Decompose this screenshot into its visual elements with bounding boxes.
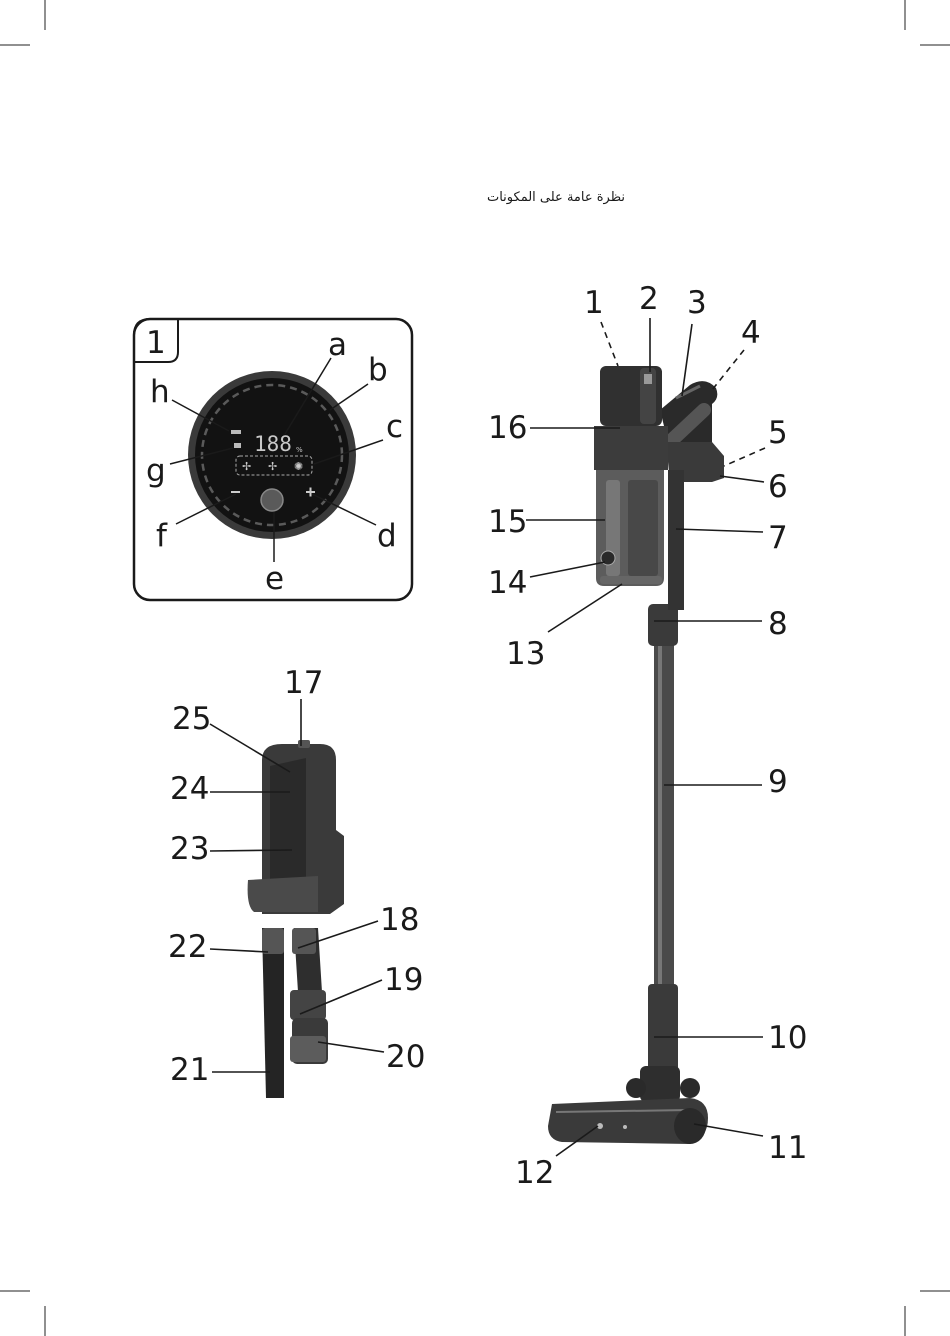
panel-label-c: c (386, 409, 403, 445)
display-digits: 188 (254, 432, 292, 456)
control-panel-figure: 1 188 % ✢ ✢ ✺ (134, 319, 412, 600)
part-label-14: 14 (488, 565, 527, 601)
fan-medium-icon: ✢ (268, 460, 277, 473)
part-label-11: 11 (768, 1130, 807, 1166)
fan-low-icon: ✢ (242, 460, 251, 473)
part-label-16: 16 (488, 410, 527, 446)
part-label-17: 17 (284, 665, 323, 701)
minus-icon (231, 491, 240, 493)
panel-label-d: d (377, 518, 397, 554)
panel-label-h: h (150, 374, 170, 410)
part-label-1: 1 (584, 285, 604, 321)
part-label-5: 5 (768, 415, 788, 451)
part-label-8: 8 (768, 606, 788, 642)
part-label-23: 23 (170, 831, 209, 867)
part-label-13: 13 (506, 636, 545, 672)
part-label-21: 21 (170, 1052, 209, 1088)
brush-indicator-icon (234, 443, 241, 448)
part-label-4: 4 (741, 315, 761, 351)
filter-vent-icon (644, 374, 652, 384)
part-label-10: 10 (768, 1020, 807, 1056)
part-label-22: 22 (168, 929, 207, 965)
panel-number: 1 (146, 325, 166, 361)
part-label-7: 7 (768, 520, 788, 556)
part-label-19: 19 (384, 962, 423, 998)
filter-indicator-icon (231, 430, 241, 434)
panel-label-g: g (146, 453, 166, 489)
part-label-12: 12 (515, 1155, 554, 1191)
part-label-20: 20 (386, 1039, 425, 1075)
part-label-3: 3 (687, 285, 707, 321)
vacuum-cleaner-figure: 1 2 3 4 5 6 7 8 9 10 11 12 13 14 15 16 (488, 281, 807, 1191)
fan-high-icon: ✺ (294, 460, 303, 473)
part-label-2: 2 (639, 281, 659, 317)
panel-label-e: e (265, 561, 284, 597)
part-label-6: 6 (768, 469, 788, 505)
panel-label-f: f (156, 518, 168, 554)
display-unit: % (296, 446, 303, 454)
part-label-9: 9 (768, 764, 788, 800)
part-label-24: 24 (170, 771, 209, 807)
power-button (261, 489, 283, 511)
part-label-18: 18 (380, 902, 419, 938)
part-label-25: 25 (172, 701, 211, 737)
panel-label-a: a (328, 327, 347, 363)
panel-label-b: b (368, 352, 388, 388)
wall-mount-figure: 17 18 19 20 21 22 23 24 25 (168, 665, 425, 1098)
extension-tube (654, 640, 674, 985)
part-label-15: 15 (488, 504, 527, 540)
